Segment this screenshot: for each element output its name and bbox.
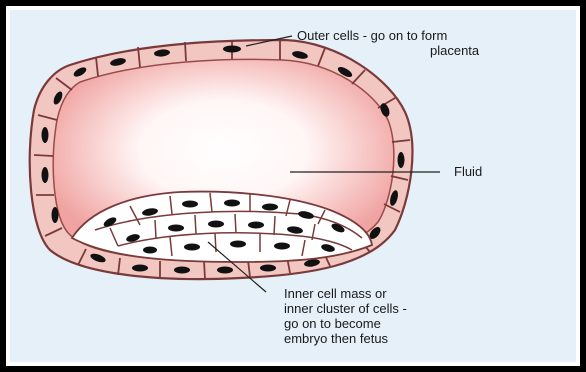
label-outer-cells-line1: Outer cells - go on to form bbox=[297, 28, 447, 43]
label-inner-mass-line3: go on to become bbox=[284, 316, 381, 331]
label-inner-mass-line1: Inner cell mass or bbox=[284, 286, 387, 301]
label-inner-mass-line4: embryo then fetus bbox=[284, 331, 389, 346]
label-outer-cells-line2: placenta bbox=[430, 43, 480, 58]
label-fluid: Fluid bbox=[454, 164, 482, 179]
label-inner-mass-line2: inner cluster of cells - bbox=[284, 301, 407, 316]
